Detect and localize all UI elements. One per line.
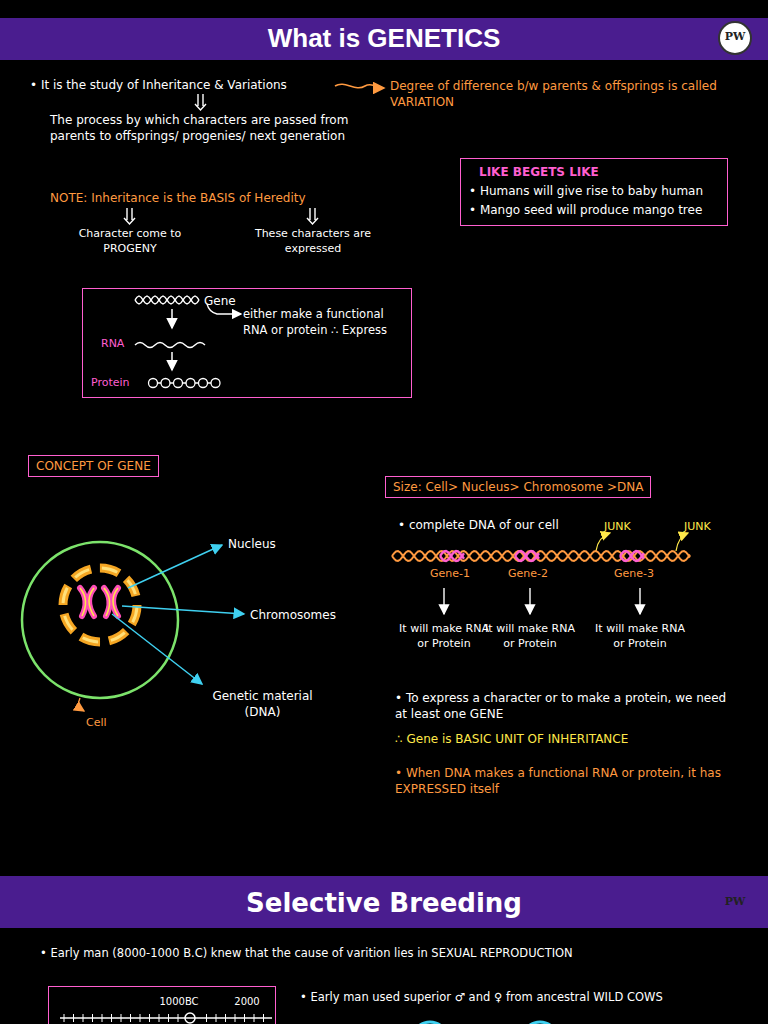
logo-text: PW [719, 895, 751, 910]
cow-sketch [412, 1022, 448, 1024]
timeline-tick [64, 1014, 65, 1022]
note-text: Cell [86, 716, 107, 731]
note-text: Gene-1 [418, 567, 482, 582]
note-text: These characters are expressed [245, 227, 381, 257]
note-text: The process by which characters are pass… [50, 112, 370, 144]
note-text: ∴ Gene is BASIC UNIT OF INHERITANCE [395, 731, 735, 747]
note-box: LIKE BEGETS LIKE • Humans will give rise … [460, 158, 728, 226]
node-text: Size: Cell> Nucleus> Chromosome >DNA [393, 479, 643, 495]
timeline-tick [83, 1014, 84, 1022]
timeline-tick [244, 1014, 245, 1022]
node-text: Selective Breeding [0, 886, 768, 921]
note-text: Character come to PROGENY [62, 227, 198, 257]
cell-sketch [22, 542, 244, 711]
note-text: • To express a character or to make a pr… [395, 690, 735, 722]
timeline-tick [140, 1014, 141, 1022]
heading-box: Size: Cell> Nucleus> Chromosome >DNA [385, 476, 651, 498]
timeline-tick [121, 1014, 122, 1022]
note-text: Gene-2 [496, 567, 560, 582]
timeline-tick [206, 1014, 207, 1022]
gene-box: Geneeither make a functional RNA or prot… [82, 288, 412, 398]
dna-strand [440, 551, 464, 561]
heading-box: CONCEPT OF GENE [28, 455, 159, 477]
node-text: • Humans will give rise to baby human [469, 183, 724, 199]
timeline-tick [216, 1014, 217, 1022]
timeline-box: 1000BC 2000 [48, 986, 276, 1024]
dna-strand [135, 296, 199, 304]
node-text: Gene [204, 293, 244, 309]
dna-strand [392, 551, 690, 561]
timeline-tick [92, 1014, 93, 1022]
note-text: It will make RNA or Protein [396, 622, 492, 652]
gene-expression-sketch [135, 304, 241, 383]
timeline-tick [263, 1014, 264, 1022]
timeline-tick [149, 1014, 150, 1022]
note-text: Nucleus [228, 536, 276, 552]
note-text: Genetic material (DNA) [200, 688, 325, 720]
timeline-tick [178, 1014, 179, 1022]
note-text: Degree of difference b/w parents & offsp… [390, 78, 720, 110]
node-text: LIKE BEGETS LIKE [479, 164, 719, 180]
timeline-tick [159, 1014, 160, 1022]
dna-strand [620, 551, 644, 561]
node-text: either make a functional RNA or protein … [243, 307, 408, 338]
node-text: Protein [91, 376, 149, 391]
dna-strand [515, 551, 539, 561]
note-text: JUNK [684, 520, 711, 535]
note-text: • It is the study of Inheritance & Varia… [30, 77, 340, 93]
node-text: 1000BC [149, 995, 209, 1009]
dna-strand [135, 296, 199, 304]
dna-arrows [444, 533, 688, 614]
amino-acid [186, 379, 195, 388]
node-text: RNA [101, 337, 137, 352]
dna-strand [515, 551, 539, 561]
note-text: JUNK [604, 520, 631, 535]
timeline-tick [168, 1014, 169, 1022]
timeline-tick [235, 1014, 236, 1022]
logo-disc [719, 22, 751, 54]
logo-text: PW [719, 30, 751, 45]
note-text: It will make RNA or Protein [482, 622, 578, 652]
amino-acid [161, 379, 170, 388]
page-title: What is GENETICS [0, 21, 768, 56]
note-text: NOTE: Inheritance is the BASIS of Heredi… [50, 190, 380, 206]
note-text: • When DNA makes a functional RNA or pro… [395, 765, 725, 797]
note-text: • Early man (8000-1000 B.C) knew that th… [40, 946, 760, 962]
timeline-tick [73, 1014, 74, 1022]
amino-acid [199, 379, 208, 388]
node-text: 2000 [225, 995, 269, 1009]
note-text: It will make RNA or Protein [592, 622, 688, 652]
note-text: • complete DNA of our cell [398, 517, 559, 533]
cow-sketch [522, 1022, 558, 1024]
amino-acid [149, 379, 158, 388]
note-text: Chromosomes [250, 607, 336, 623]
timeline-tick [130, 1014, 131, 1022]
timeline-tick [225, 1014, 226, 1022]
amino-acid [211, 379, 220, 388]
timeline-tick [111, 1014, 112, 1022]
note-text: Gene-3 [602, 567, 666, 582]
timeline-tick [254, 1014, 255, 1022]
node-text: • Mango seed will produce mango tree [469, 202, 724, 218]
section-band: Selective Breeding [0, 876, 768, 928]
timeline [60, 1013, 272, 1023]
wavy-arrow [335, 84, 384, 88]
dna-strand [392, 551, 690, 561]
dna-strand [620, 551, 644, 561]
dna-strand [440, 551, 464, 561]
node-text: CONCEPT OF GENE [36, 458, 151, 474]
amino-acid [174, 379, 183, 388]
timeline-tick [102, 1014, 103, 1022]
note-text: • Early man used superior ♂ and ♀ from a… [300, 990, 760, 1006]
